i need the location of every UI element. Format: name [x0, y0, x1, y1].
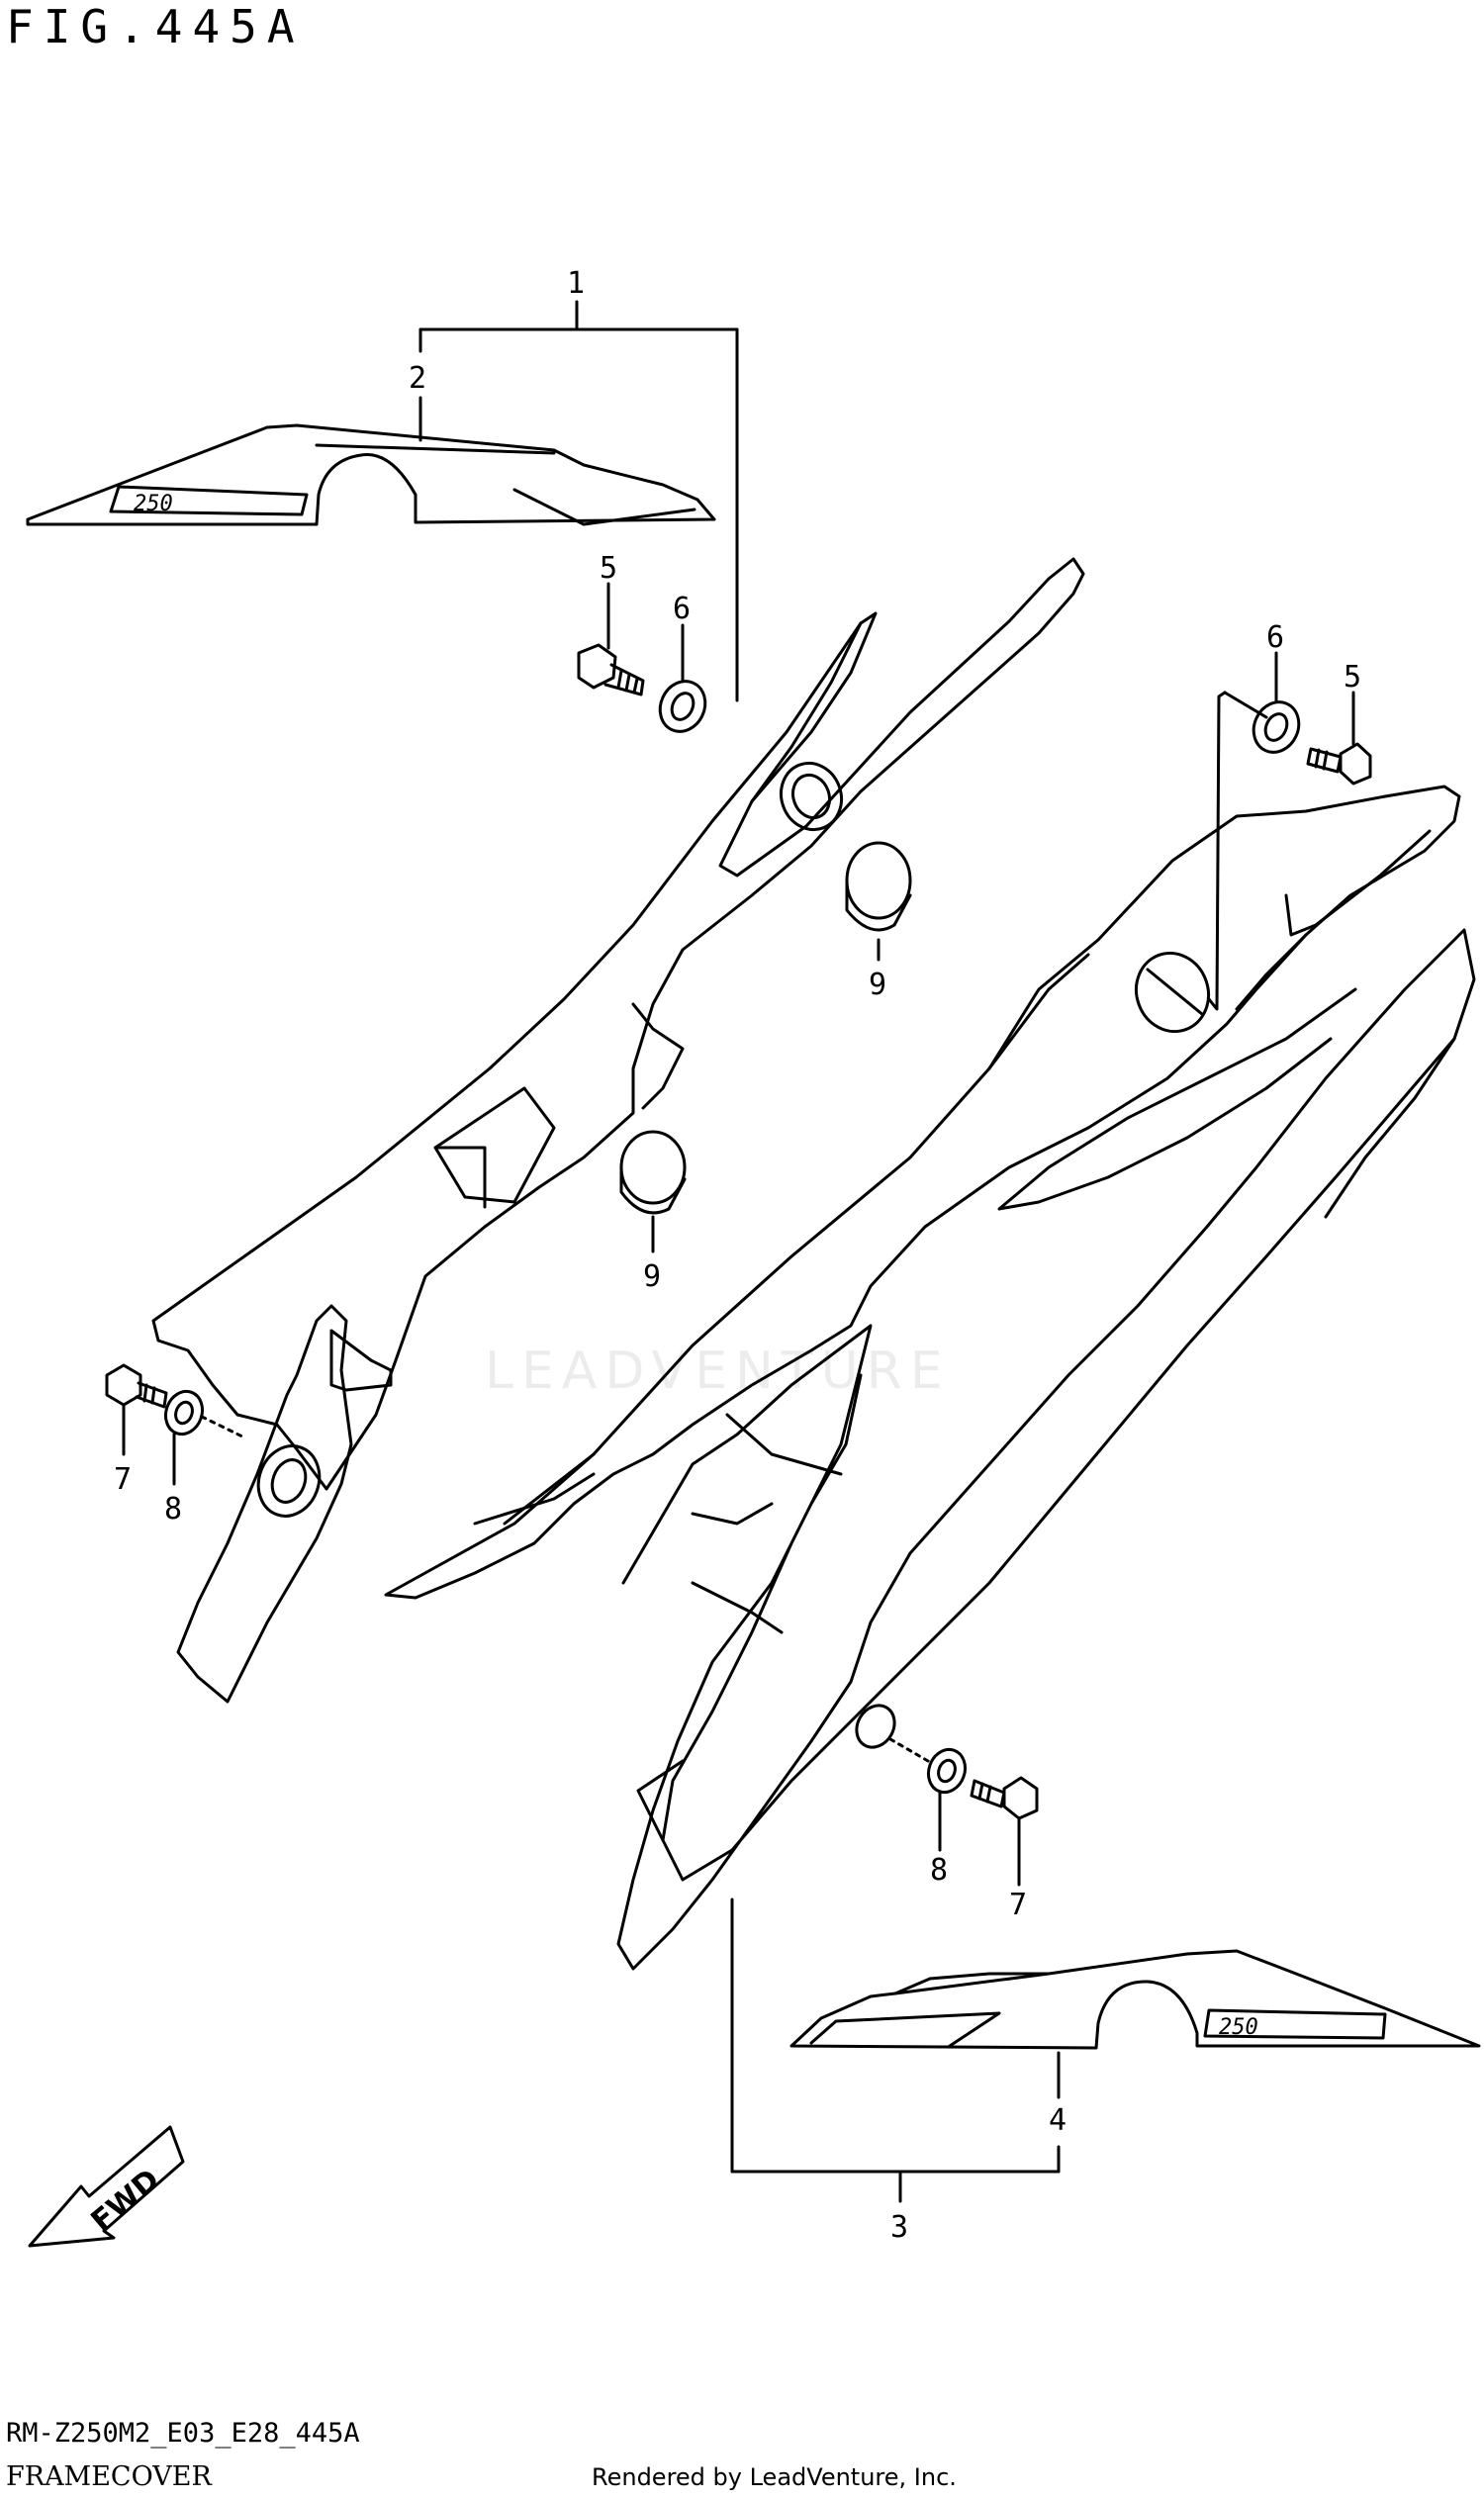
callout-8-left: 8: [164, 1492, 182, 1527]
watermark: LEADVENTURE: [485, 1342, 951, 1401]
callout-4: 4: [1049, 2103, 1067, 2138]
decal-part-2: 250: [26, 423, 716, 526]
callout-7-left: 7: [114, 1462, 132, 1497]
collar-part-9-lower: [619, 1130, 687, 1215]
callout-1: 1: [567, 266, 585, 301]
fwd-arrow-icon: FWD: [28, 2125, 185, 2248]
right-frame-cover: [384, 785, 1476, 1971]
leader-right-hardware: [1223, 691, 1268, 719]
washer-part-6-left: [658, 680, 707, 733]
rendered-by: Rendered by LeadVenture, Inc.: [592, 2463, 957, 2491]
callout-6-left: 6: [673, 592, 691, 626]
callout-5-right: 5: [1344, 660, 1361, 695]
leader-6-5-right-to-cover: [1207, 691, 1227, 1011]
bolt-part-7-right: [970, 1776, 1039, 1820]
figure-title: FIG.445A: [6, 0, 305, 53]
decal-part-4: 250: [789, 1949, 1481, 2050]
callout-bracket-3: [730, 1898, 1061, 2203]
callout-8-right: 8: [930, 1853, 948, 1888]
callout-3: 3: [890, 2210, 908, 2245]
washer-part-6-right: [1252, 700, 1301, 754]
diagram-name: FRAMECOVER: [6, 2461, 212, 2492]
bolt-part-5-right: [1306, 742, 1372, 786]
callout-5-left: 5: [600, 551, 617, 586]
left-frame-cover: [151, 557, 1085, 1704]
washer-part-8-right: [926, 1747, 968, 1795]
callout-7-right: 7: [1009, 1888, 1027, 1922]
leader-8-right-to-cover: [888, 1737, 930, 1763]
leader-8-left-to-cover: [200, 1415, 244, 1438]
callout-9-lower: 9: [643, 1259, 661, 1294]
collar-part-9-upper: [845, 841, 912, 932]
bolt-part-7-left: [105, 1363, 168, 1409]
decal-250-text-left: 250: [134, 492, 173, 516]
washer-part-8-left: [163, 1389, 205, 1436]
model-code: RM-Z250M2_E03_E28_445A: [6, 2418, 360, 2449]
fwd-label: FWD: [85, 2163, 167, 2239]
callout-bracket-1: [418, 300, 739, 702]
decal-250-text-right: 250: [1219, 2015, 1258, 2040]
callout-2: 2: [409, 361, 426, 396]
callout-6-right: 6: [1266, 620, 1284, 655]
bolt-part-5-left: [577, 643, 645, 696]
callout-9-upper: 9: [869, 968, 886, 1002]
